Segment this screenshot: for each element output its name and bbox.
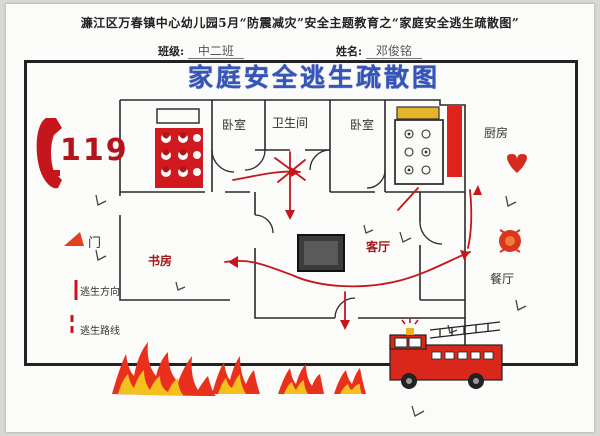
class-field: 班级: 中二班	[158, 42, 244, 59]
bedroom-2-bed	[394, 106, 444, 185]
flames-icon	[112, 342, 366, 396]
dining-table	[499, 229, 521, 253]
kitchen-red-wall	[447, 105, 462, 177]
telephone-icon	[36, 118, 62, 189]
room-label-study: 书房	[148, 254, 173, 268]
door-arcs	[211, 149, 443, 319]
room-label-living-room: 客厅	[366, 240, 391, 254]
name-field: 姓名: 邓俊铭	[336, 42, 422, 59]
walls	[119, 99, 466, 345]
emergency-number: 119	[60, 133, 129, 168]
room-label-bedroom-1: 卧室	[222, 118, 247, 132]
escape-arrowheads	[228, 167, 482, 330]
room-label-kitchen: 厨房	[484, 126, 509, 140]
escape-routes	[224, 151, 473, 326]
name-label: 姓名:	[336, 45, 363, 58]
room-label-bedroom-2: 卧室	[350, 118, 375, 132]
map-frame	[24, 60, 578, 366]
legend-escape-direction-label: 逃生方向	[80, 287, 120, 298]
class-value: 中二班	[187, 44, 244, 59]
sofa-icon	[297, 234, 345, 272]
kitchen-heart	[507, 154, 527, 173]
drawing-paper: 濂江区万春镇中心幼儿园5月“防震减灾”安全主题教育之“家庭安全逃生疏散图” 班级…	[6, 4, 594, 432]
room-label-bathroom: 卫生间	[272, 116, 309, 130]
fire-truck-icon	[389, 318, 503, 389]
door-icon	[64, 232, 84, 246]
name-value: 邓俊铭	[365, 44, 422, 59]
map-title: 家庭安全逃生疏散图	[187, 63, 440, 92]
bed-with-hearts	[155, 108, 203, 188]
legend-escape-route-label: 逃生路线	[80, 326, 120, 337]
class-label: 班级:	[158, 45, 185, 58]
legend-door-label: 门	[88, 236, 102, 251]
school-header: 濂江区万春镇中心幼儿园5月“防震减灾”安全主题教育之“家庭安全逃生疏散图”	[80, 16, 520, 30]
room-label-dining-room: 餐厅	[490, 272, 515, 286]
